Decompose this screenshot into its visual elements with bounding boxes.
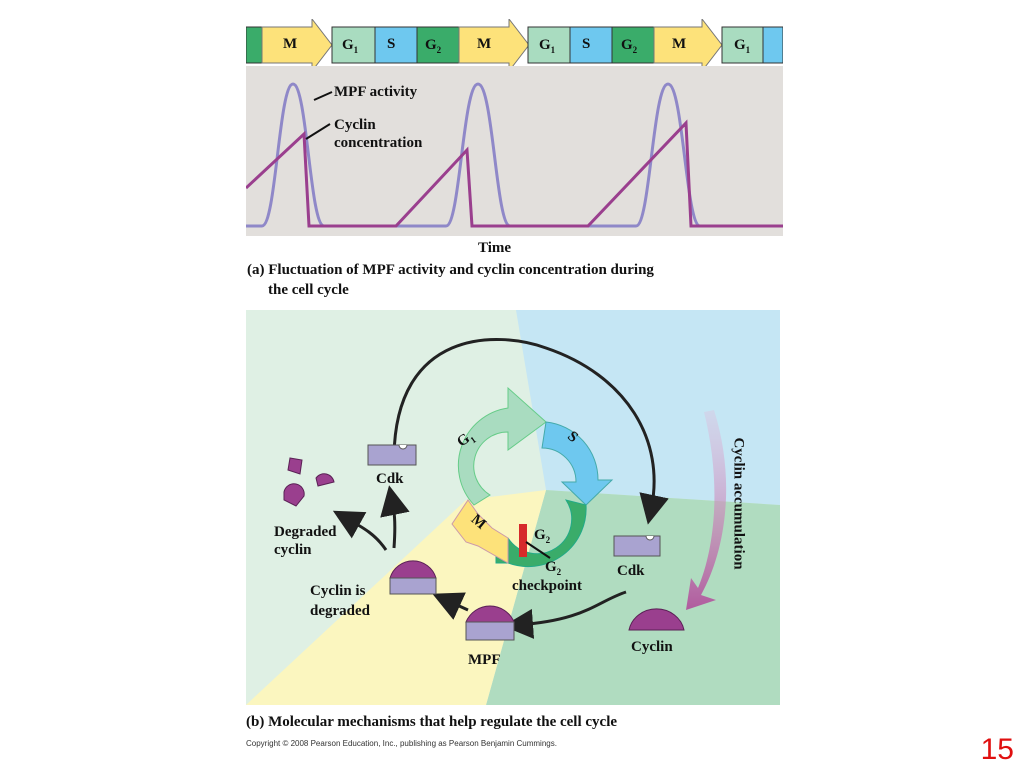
cdk-left-icon	[367, 444, 417, 466]
time-axis-label: Time	[478, 240, 512, 256]
degraded-cyclin-icon	[283, 457, 335, 507]
caption-a: the cell cycle	[268, 282, 349, 298]
degraded-cyclin-label: Degraded	[274, 524, 337, 540]
cdk-right-label: Cdk	[617, 563, 645, 579]
phase-m-arrow	[458, 19, 530, 71]
copyright-notice: Copyright © 2008 Pearson Education, Inc.…	[246, 739, 557, 748]
phase-m-arrow	[261, 19, 333, 71]
phase-label: S	[582, 36, 591, 52]
mpf-cyclin-graph	[246, 66, 783, 236]
cycle-g2-label: G2	[534, 527, 551, 545]
cyclin-label: concentration	[334, 135, 423, 151]
cyclin-is-degraded-label: degraded	[310, 603, 370, 619]
page-number: 15	[980, 733, 1014, 766]
phase-label: G2	[425, 37, 442, 55]
cycle-m-arrow	[451, 499, 509, 564]
mpf-complex-icon	[465, 605, 515, 641]
phase-label: M	[672, 36, 687, 52]
cdk-right-icon	[613, 535, 661, 557]
cyclin-is-degraded-label: Cyclin is	[310, 583, 366, 599]
phase-label: S	[387, 36, 396, 52]
molecular-mechanism-diagram	[246, 310, 780, 705]
cyclin-label: Cyclin	[334, 117, 376, 133]
phase-label: G2	[621, 37, 638, 55]
phase-label: M	[477, 36, 492, 52]
g2-checkpoint-bar	[519, 524, 527, 557]
cyclin-accumulation-label: Cyclin accumulation	[730, 437, 747, 570]
mpf-label: MPF	[468, 652, 501, 668]
g2-checkpoint-label: G2	[545, 559, 562, 577]
cyclin-label-b: Cyclin	[631, 639, 673, 655]
degrading-complex-icon	[389, 560, 437, 595]
caption-a: (a) Fluctuation of MPF activity and cycl…	[247, 262, 654, 278]
mpf-activity-label: MPF activity	[334, 84, 418, 100]
phase-label: G1	[342, 37, 359, 55]
cycle-s-segment	[541, 421, 614, 506]
phase-label: M	[283, 36, 298, 52]
caption-b: (b) Molecular mechanisms that help regul…	[246, 714, 618, 730]
phase-label: G1	[734, 37, 751, 55]
degraded-cyclin-label: cyclin	[274, 542, 312, 558]
g2-checkpoint-label: checkpoint	[512, 578, 583, 594]
cell-cycle-phase-bar	[246, 19, 783, 71]
phase-m-arrow	[653, 19, 723, 71]
cdk-left-label: Cdk	[376, 471, 404, 487]
mpf-activity-curve	[246, 82, 783, 228]
cyclin-concentration-curve	[246, 119, 783, 228]
phase-label: G1	[539, 37, 556, 55]
cyclin-icon	[628, 608, 685, 631]
